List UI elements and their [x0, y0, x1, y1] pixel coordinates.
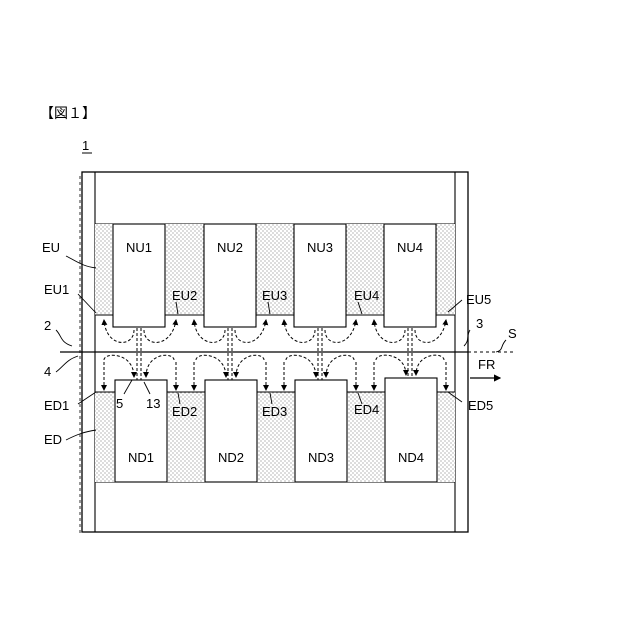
upper-block-label: NU2	[217, 240, 243, 255]
upper-block-label: NU1	[126, 240, 152, 255]
lower-block-label: ND1	[128, 450, 154, 465]
label-ed4: ED4	[354, 402, 379, 417]
lower-block	[385, 378, 437, 482]
label-eu1: EU1	[44, 282, 69, 297]
flow-label: FR	[478, 357, 495, 372]
lower-block	[295, 380, 347, 482]
label-ref-13: 13	[146, 396, 160, 411]
block-vertical-dashes	[137, 328, 412, 380]
lower-block-label: ND4	[398, 450, 424, 465]
label-eu5: EU5	[466, 292, 491, 307]
label-ed2: ED2	[172, 404, 197, 419]
figure-number: 1	[82, 138, 89, 153]
label-ed3: ED3	[262, 404, 287, 419]
label-ed: ED	[44, 432, 62, 447]
label-ref-5: 5	[116, 396, 123, 411]
lower-block-label: ND3	[308, 450, 334, 465]
label-ref-4: 4	[44, 364, 51, 379]
figure-title: 【図１】	[40, 106, 96, 122]
upper-block-label: NU3	[307, 240, 333, 255]
label-ed5: ED5	[468, 398, 493, 413]
lower-block-label: ND2	[218, 450, 244, 465]
label-eu2: EU2	[172, 288, 197, 303]
label-ed1: ED1	[44, 398, 69, 413]
label-ref-2: 2	[44, 318, 51, 333]
label-ref-3: 3	[476, 316, 483, 331]
label-ref-s: S	[508, 326, 517, 341]
label-eu: EU	[42, 240, 60, 255]
label-eu3: EU3	[262, 288, 287, 303]
lower-block	[205, 380, 257, 482]
lower-current-paths	[104, 355, 444, 377]
label-eu4: EU4	[354, 288, 379, 303]
upper-block-label: NU4	[397, 240, 423, 255]
